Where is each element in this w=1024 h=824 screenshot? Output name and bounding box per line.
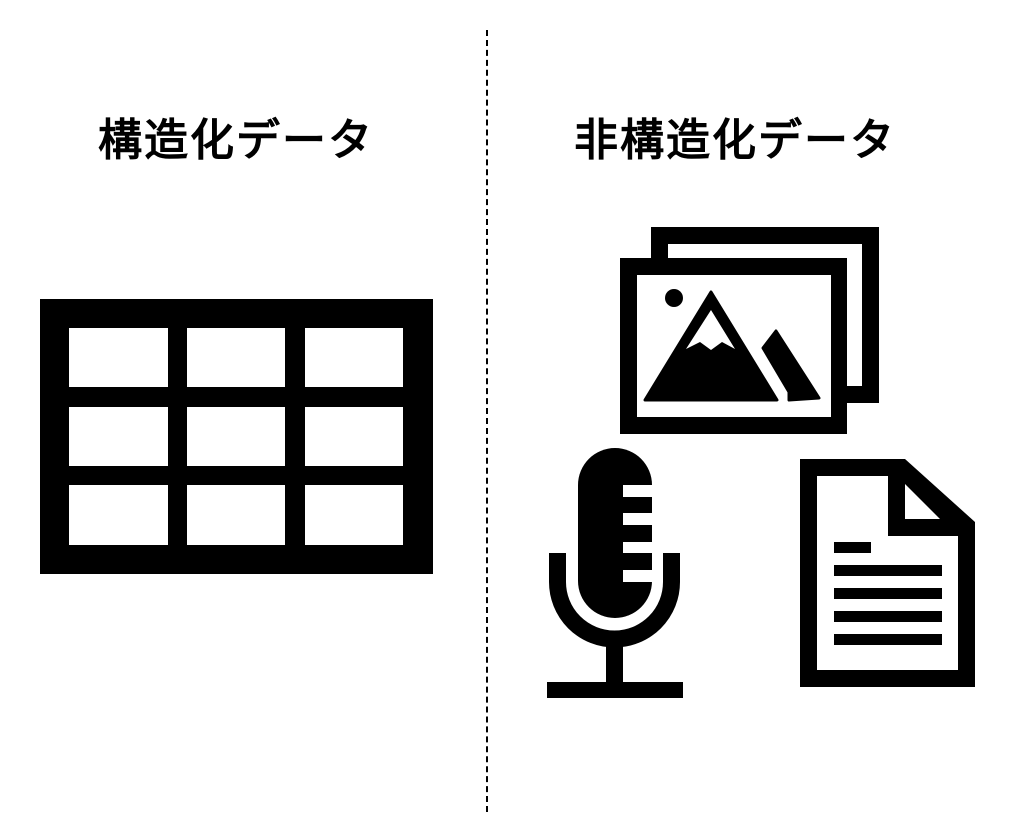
sun-icon [665,289,683,307]
table-grid-icon [40,299,433,574]
structured-data-title: 構造化データ [98,115,374,166]
document-icon [800,459,975,687]
unstructured-data-title: 非構造化データ [574,115,896,166]
microphone-icon [547,448,683,698]
image-gallery-icon [620,227,879,434]
dashed-divider [486,30,488,812]
